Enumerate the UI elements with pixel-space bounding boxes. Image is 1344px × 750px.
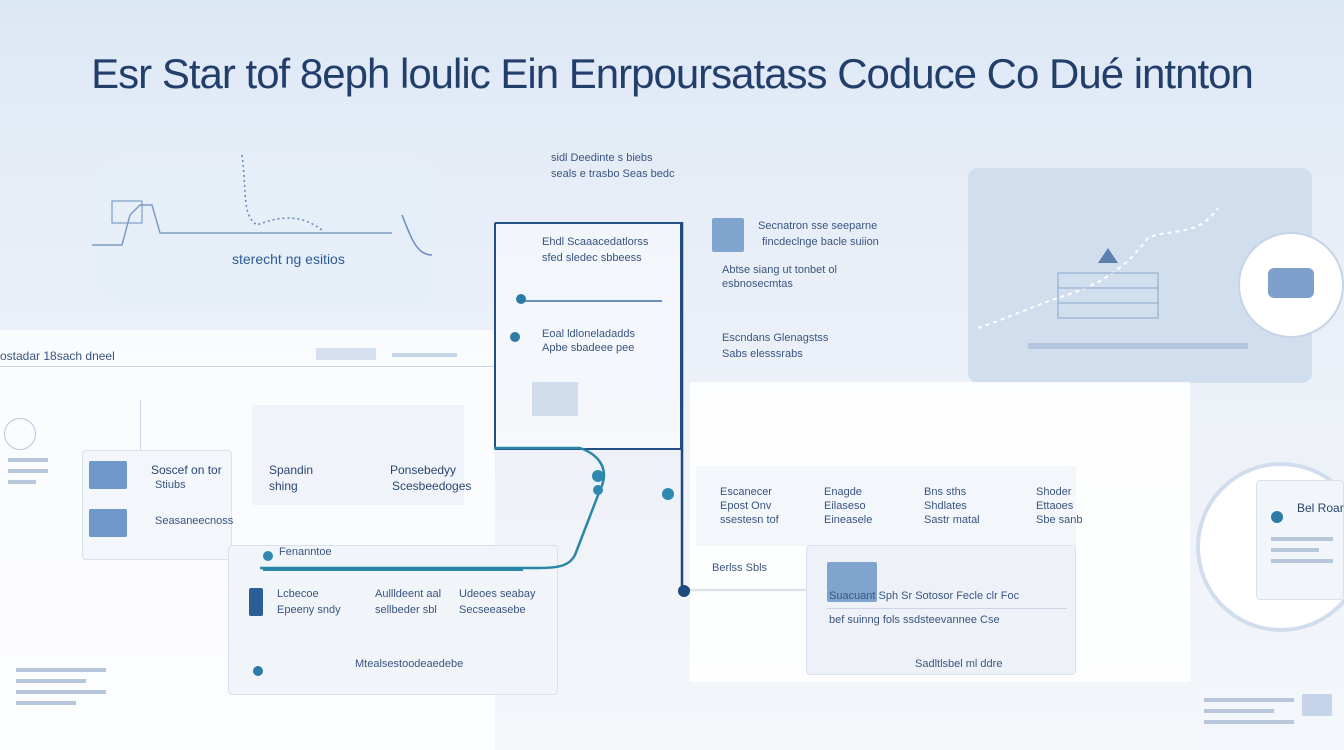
- sidebar-avatar[interactable]: [4, 418, 36, 450]
- card-devices-sub-2: Seasaneecnoss: [155, 515, 234, 527]
- flow-box[interactable]: Ehdl Scaaacedatlorss sfed sledec sbbeess…: [494, 222, 682, 450]
- grid-h1c: ssestesn tof: [720, 514, 779, 526]
- flow-inner-line: [522, 300, 662, 302]
- mid-list-item-3: Escndans Glenagstss: [722, 332, 829, 344]
- grid-h4c: Sbe sanb: [1036, 514, 1083, 526]
- globe-icon: [1268, 268, 1314, 298]
- toolbar-label: ostadar 18sach dneel: [0, 349, 115, 363]
- card-pons-title: Ponsebedyy: [390, 463, 457, 477]
- sidebar-list: [8, 458, 48, 491]
- mid-list-item-1b: fincdeclnge bacle suiion: [762, 236, 879, 248]
- note-line-1: sidl Deedinte s biebs: [551, 152, 653, 164]
- lower-left-b2: sellbeder sbl: [375, 604, 437, 616]
- bottom-right-divider: [827, 608, 1067, 609]
- right-grid: Escanecer Epost Onv ssestesn tof Enagde …: [696, 466, 1082, 546]
- grid-h3c: Sastr matal: [924, 514, 980, 526]
- corner-card-label: Bel Roar: [1297, 501, 1344, 515]
- network-diagram-icon: [977, 207, 1248, 349]
- lower-left-panel[interactable]: Fenanntoe Lcbecoe Epeeny sndy Aullldeent…: [228, 545, 558, 695]
- list-icon: [712, 218, 744, 252]
- lower-left-divider: [263, 568, 523, 571]
- card-devices-title: Soscef on tor: [151, 463, 222, 477]
- bottom-right-panel[interactable]: Suacuant Sph Sr Sotosor Fecle clr Foc be…: [806, 545, 1076, 675]
- bottom-right-tab[interactable]: Berlss Sbls: [712, 562, 768, 574]
- flow-node-b[interactable]: [510, 332, 520, 342]
- grid-h4: Shoder: [1036, 486, 1072, 498]
- grid-h1: Escanecer: [720, 486, 772, 498]
- page-title: Esr Star tof 8eph loulic Ein Enrpoursata…: [91, 50, 1254, 97]
- card-spandin-sub: shing: [269, 479, 298, 493]
- document-stack-icon: [532, 382, 578, 416]
- footer-list: [16, 668, 106, 712]
- corner-card[interactable]: Bel Roar: [1256, 480, 1344, 600]
- grid-h4b: Ettaoes: [1036, 500, 1074, 512]
- mid-list-item-1: Secnatron sse seeparne: [758, 220, 878, 232]
- globe-circle: [1238, 232, 1344, 338]
- server-icon: [827, 562, 877, 602]
- bottom-right-line-2: bef suinng fols ssdsteevannee Cse: [829, 614, 1000, 626]
- grid-h3b: Shdlates: [924, 500, 967, 512]
- footer-panel-right: [1194, 688, 1344, 750]
- toolbar-strip: [392, 353, 457, 357]
- toolbar-search-box[interactable]: [316, 348, 376, 360]
- card-spandin[interactable]: Spandin shing Ponsebedyy Scesbeedoges: [252, 405, 471, 505]
- device-icon: [89, 461, 127, 489]
- illustration-caption: sterecht ng esitios: [232, 251, 345, 267]
- lower-left-c2: Secseeasebe: [459, 604, 526, 616]
- device-icon-2: [89, 509, 127, 537]
- illustration-panel-left: sterecht ng esitios: [92, 155, 437, 305]
- flow-line-2: sfed sledec sbbeess: [542, 252, 642, 264]
- footer-list-right: [1204, 698, 1294, 731]
- user-icon: [1271, 511, 1283, 523]
- card-devices[interactable]: Soscef on tor Stiubs Seasaneecnoss: [82, 450, 234, 560]
- flow-line-1: Ehdl Scaaacedatlorss: [542, 236, 649, 248]
- grid-h2c: Eineasele: [824, 514, 873, 526]
- flow-node-a[interactable]: [516, 294, 526, 304]
- flow-line-3: Eoal ldloneladadds: [542, 328, 635, 340]
- bottom-right-footer: Sadltlsbel ml ddre: [915, 658, 1003, 670]
- card-pons-sub: Scesbeedoges: [392, 479, 472, 493]
- mid-list-item-2: Abtse siang ut tonbet ol: [722, 264, 837, 276]
- mid-list-item-2b: esbnosecmtas: [722, 278, 793, 290]
- toolbar-divider: [0, 366, 495, 367]
- footer-square-icon: [1302, 694, 1332, 716]
- card-devices-sub: Stiubs: [155, 479, 186, 491]
- card-spandin-title: Spandin: [269, 463, 314, 477]
- lower-left-b1: Aullldeent aal: [375, 588, 442, 600]
- bottom-right-line-1: Suacuant Sph Sr Sotosor Fecle clr Foc: [829, 590, 1020, 602]
- corner-card-list: [1271, 537, 1333, 570]
- lower-left-a1: Lcbecoe: [277, 588, 319, 600]
- grid-h3: Bns sths: [924, 486, 967, 498]
- mid-list-item-3b: Sabs elesssrabs: [722, 348, 803, 360]
- logo-icon: [249, 588, 263, 616]
- grid-h2b: Eilaseso: [824, 500, 866, 512]
- lower-left-a2: Epeeny sndy: [277, 604, 341, 616]
- grid-h2: Enagde: [824, 486, 862, 498]
- flow-node-lower[interactable]: [253, 666, 263, 676]
- flow-line-4: Apbe sbadeee pee: [542, 342, 635, 354]
- note-line-2: seals e trasbo Seas bedc: [551, 168, 675, 180]
- lower-left-c1: Udeoes seabay: [459, 588, 536, 600]
- grid-h1b: Epost Onv: [720, 500, 772, 512]
- lower-left-footer: Mtealsestoodeaedebe: [355, 658, 464, 670]
- lower-left-header: Fenanntoe: [279, 546, 332, 558]
- wave-chart-icon: [92, 155, 433, 256]
